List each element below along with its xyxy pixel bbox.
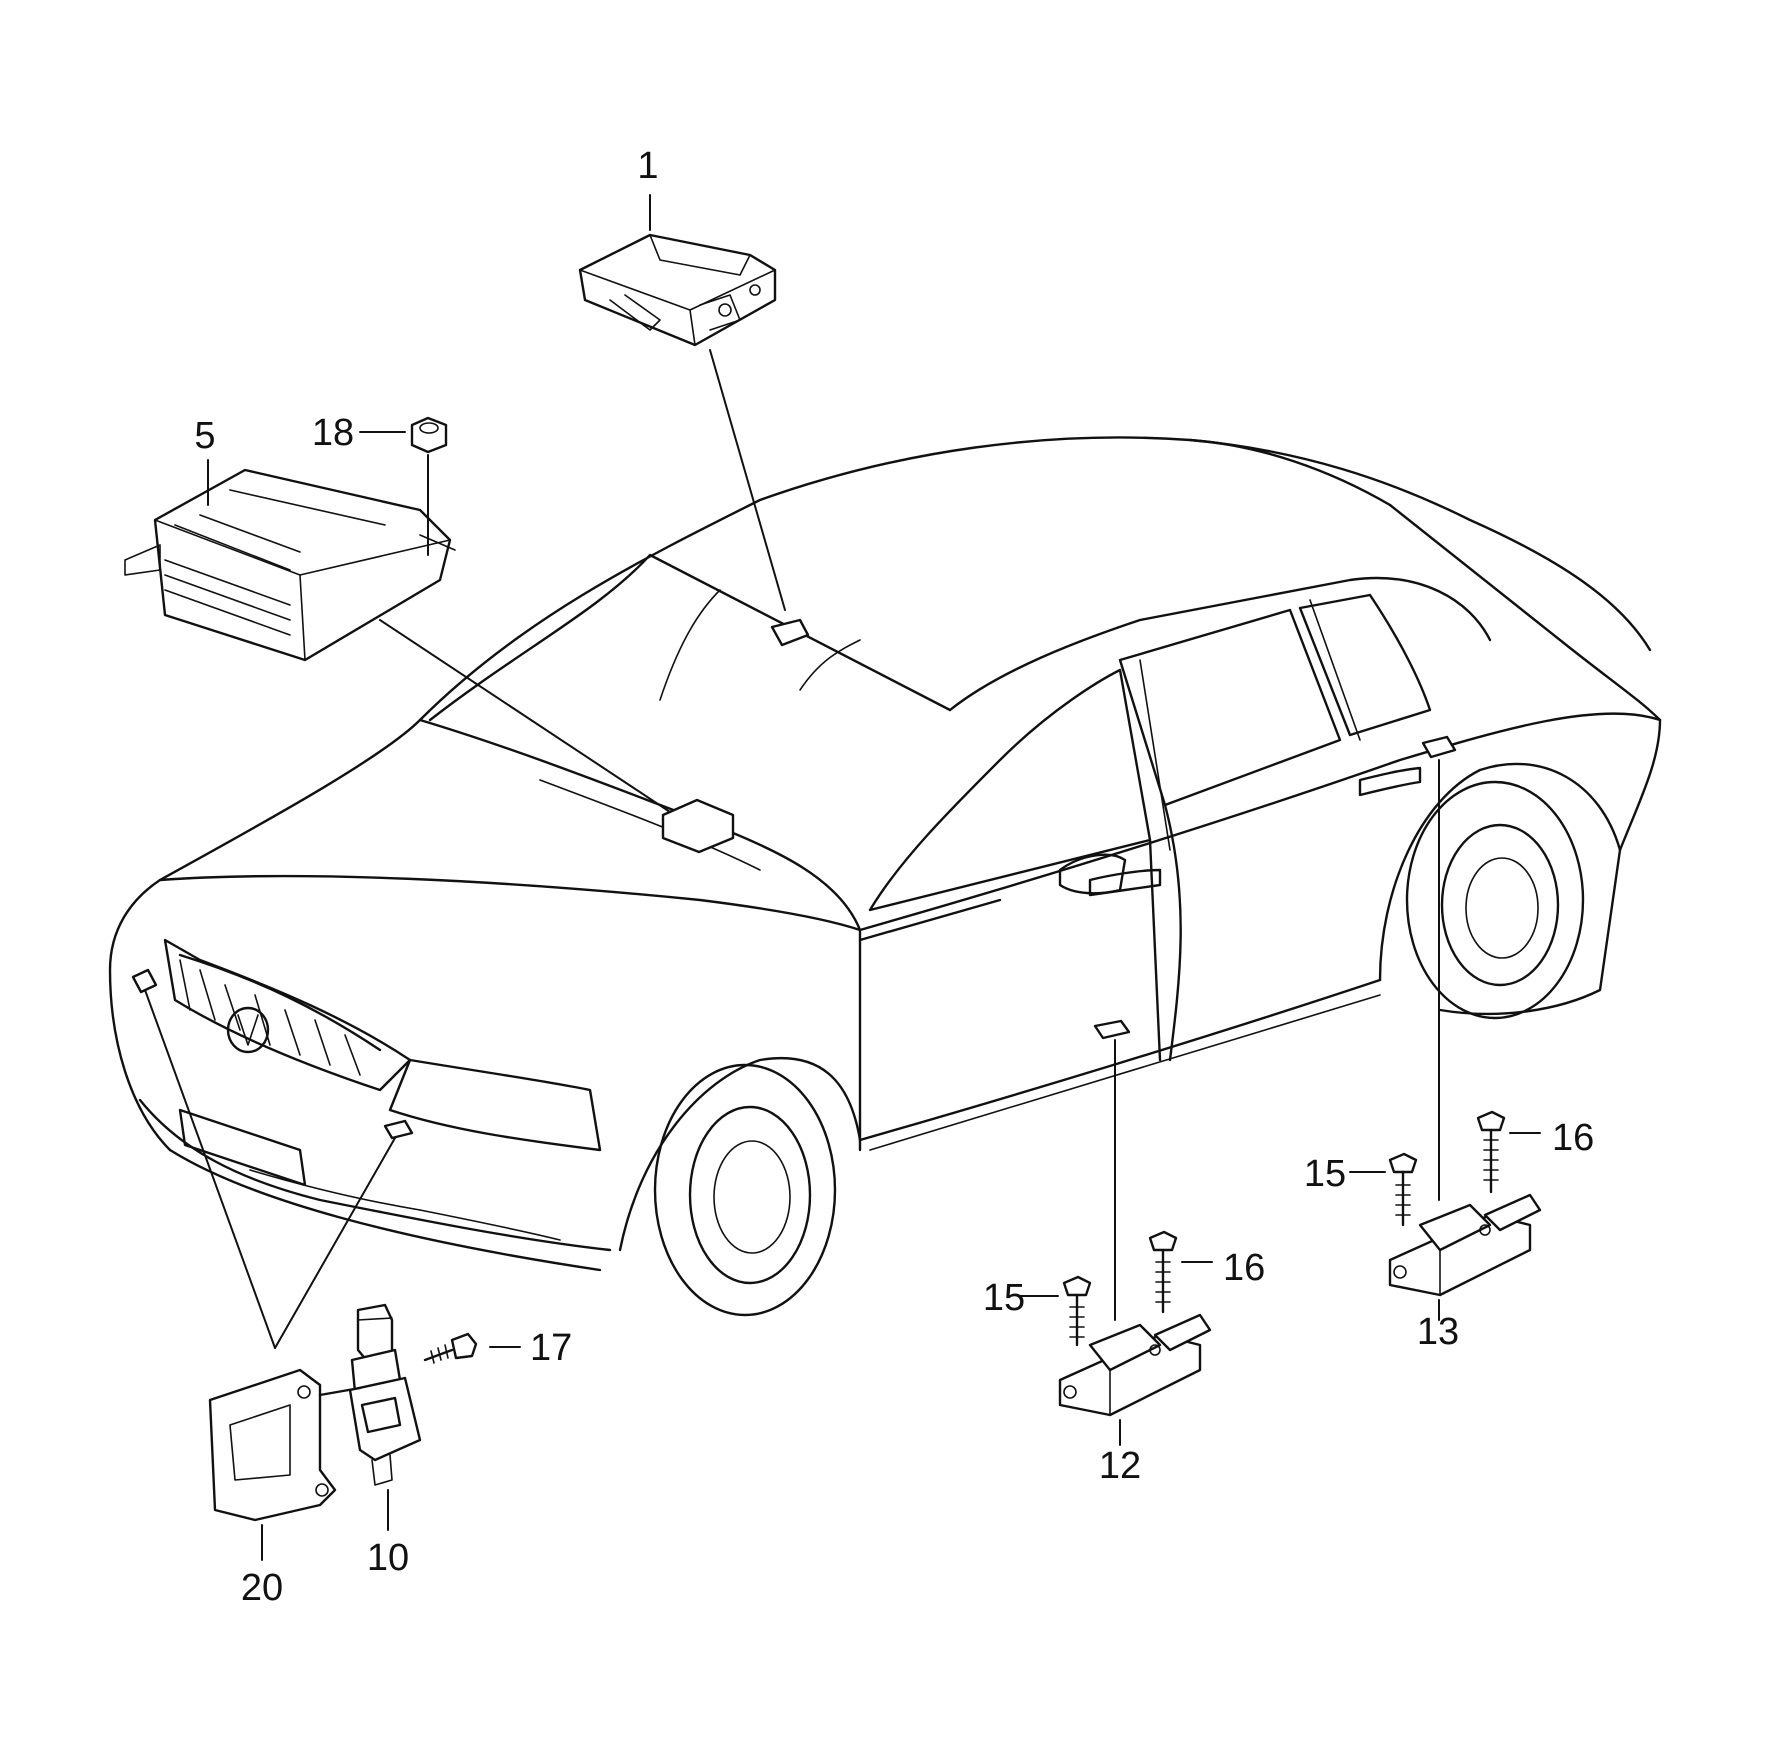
part-5-airbag-module (124, 459, 671, 813)
callout-18: 18 (312, 412, 354, 454)
part-12-sensor (1017, 1039, 1213, 1446)
car-outline (108, 436, 1662, 1317)
part-20-bracket (208, 1368, 362, 1561)
mount-pad-12 (1093, 1019, 1131, 1040)
callout-labels: 1 5 18 16 15 13 16 15 12 17 10 20 (194, 145, 1594, 1609)
mount-pad-5 (661, 798, 735, 854)
part-18-nut (359, 416, 448, 556)
mount-pad-1 (770, 618, 810, 647)
mount-pad-13 (1421, 735, 1457, 759)
callout-12: 12 (1099, 1445, 1141, 1487)
callout-1: 1 (637, 145, 658, 187)
mount-pad-10b (383, 1119, 414, 1140)
callout-16a: 16 (1223, 1247, 1265, 1289)
leaders-front (144, 989, 396, 1349)
part-10-crash-sensor (348, 1303, 521, 1531)
callout-10: 10 (367, 1537, 409, 1579)
callout-15b: 15 (1304, 1153, 1346, 1195)
callout-5: 5 (194, 415, 215, 457)
callout-16b: 16 (1552, 1117, 1594, 1159)
part-1-control-unit (578, 194, 786, 611)
leader-1 (709, 349, 786, 611)
part-13-sensor (1349, 759, 1542, 1321)
leader-5-car (379, 619, 671, 813)
callout-13: 13 (1417, 1311, 1459, 1353)
callout-17: 17 (530, 1327, 572, 1369)
mount-pad-10a (131, 968, 158, 994)
callout-20: 20 (241, 1567, 283, 1609)
callout-15a: 15 (983, 1277, 1025, 1319)
